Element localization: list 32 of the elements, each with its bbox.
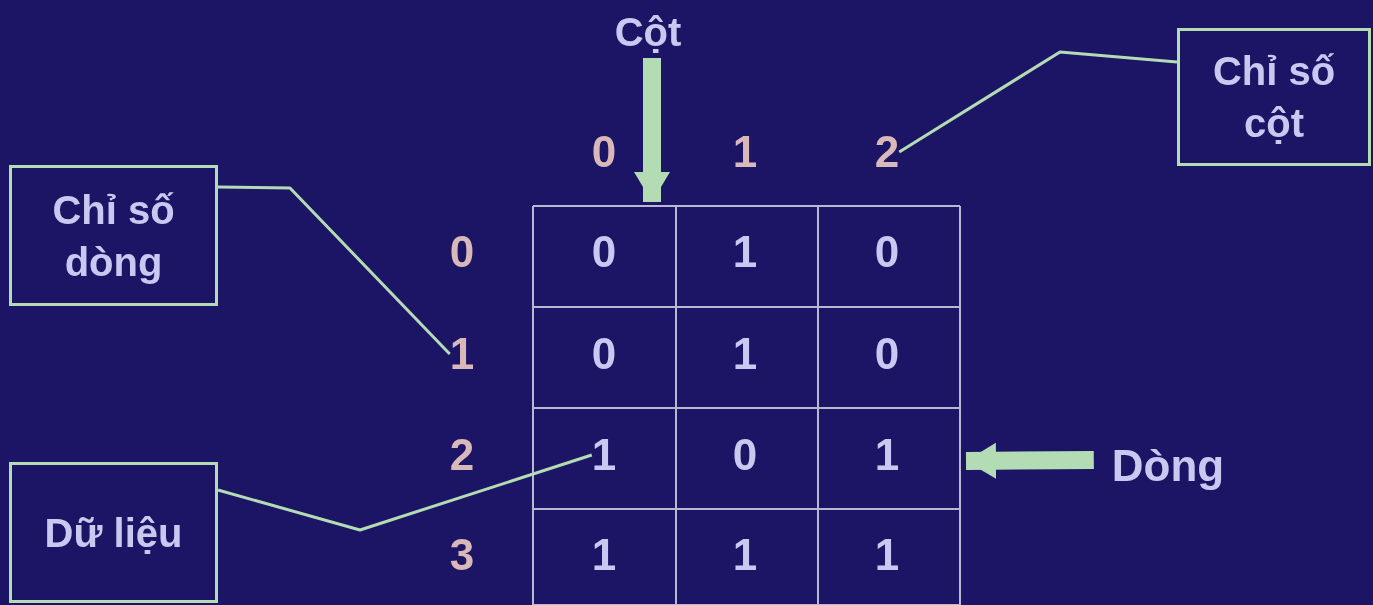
cell-value: 0 — [874, 230, 900, 274]
cell-value: 0 — [591, 230, 617, 274]
callout-box — [9, 462, 218, 603]
callout-text: Dữ liệu — [44, 509, 183, 557]
row-index: 0 — [449, 230, 475, 274]
callout-text: Chỉ số cột — [1211, 48, 1337, 147]
cell-value: 0 — [874, 332, 900, 376]
column-index: 2 — [874, 130, 900, 174]
arrow — [634, 58, 670, 202]
cell-value: 1 — [591, 433, 617, 477]
axis-label: Cột — [614, 12, 682, 52]
cell-value: 1 — [874, 533, 900, 577]
row-index: 3 — [449, 533, 475, 577]
arrow — [965, 442, 1094, 479]
leader-line — [217, 453, 593, 532]
leader-line — [218, 185, 451, 356]
row-index: 2 — [449, 433, 475, 477]
axis-label: Dòng — [1111, 444, 1225, 488]
column-index: 1 — [732, 130, 758, 174]
cell-value: 1 — [732, 533, 758, 577]
cell-value: 0 — [591, 332, 617, 376]
cell-value: 1 — [732, 332, 758, 376]
column-index: 0 — [591, 130, 617, 174]
cell-value: 1 — [732, 230, 758, 274]
row-index: 1 — [449, 332, 475, 376]
cell-value: 1 — [874, 433, 900, 477]
cell-value: 0 — [732, 433, 758, 477]
callout-box — [1177, 28, 1371, 166]
leader-line — [898, 50, 1178, 154]
cell-value: 1 — [591, 533, 617, 577]
callout-text: Chỉ số dòng — [51, 186, 176, 286]
callout-box — [9, 165, 218, 306]
